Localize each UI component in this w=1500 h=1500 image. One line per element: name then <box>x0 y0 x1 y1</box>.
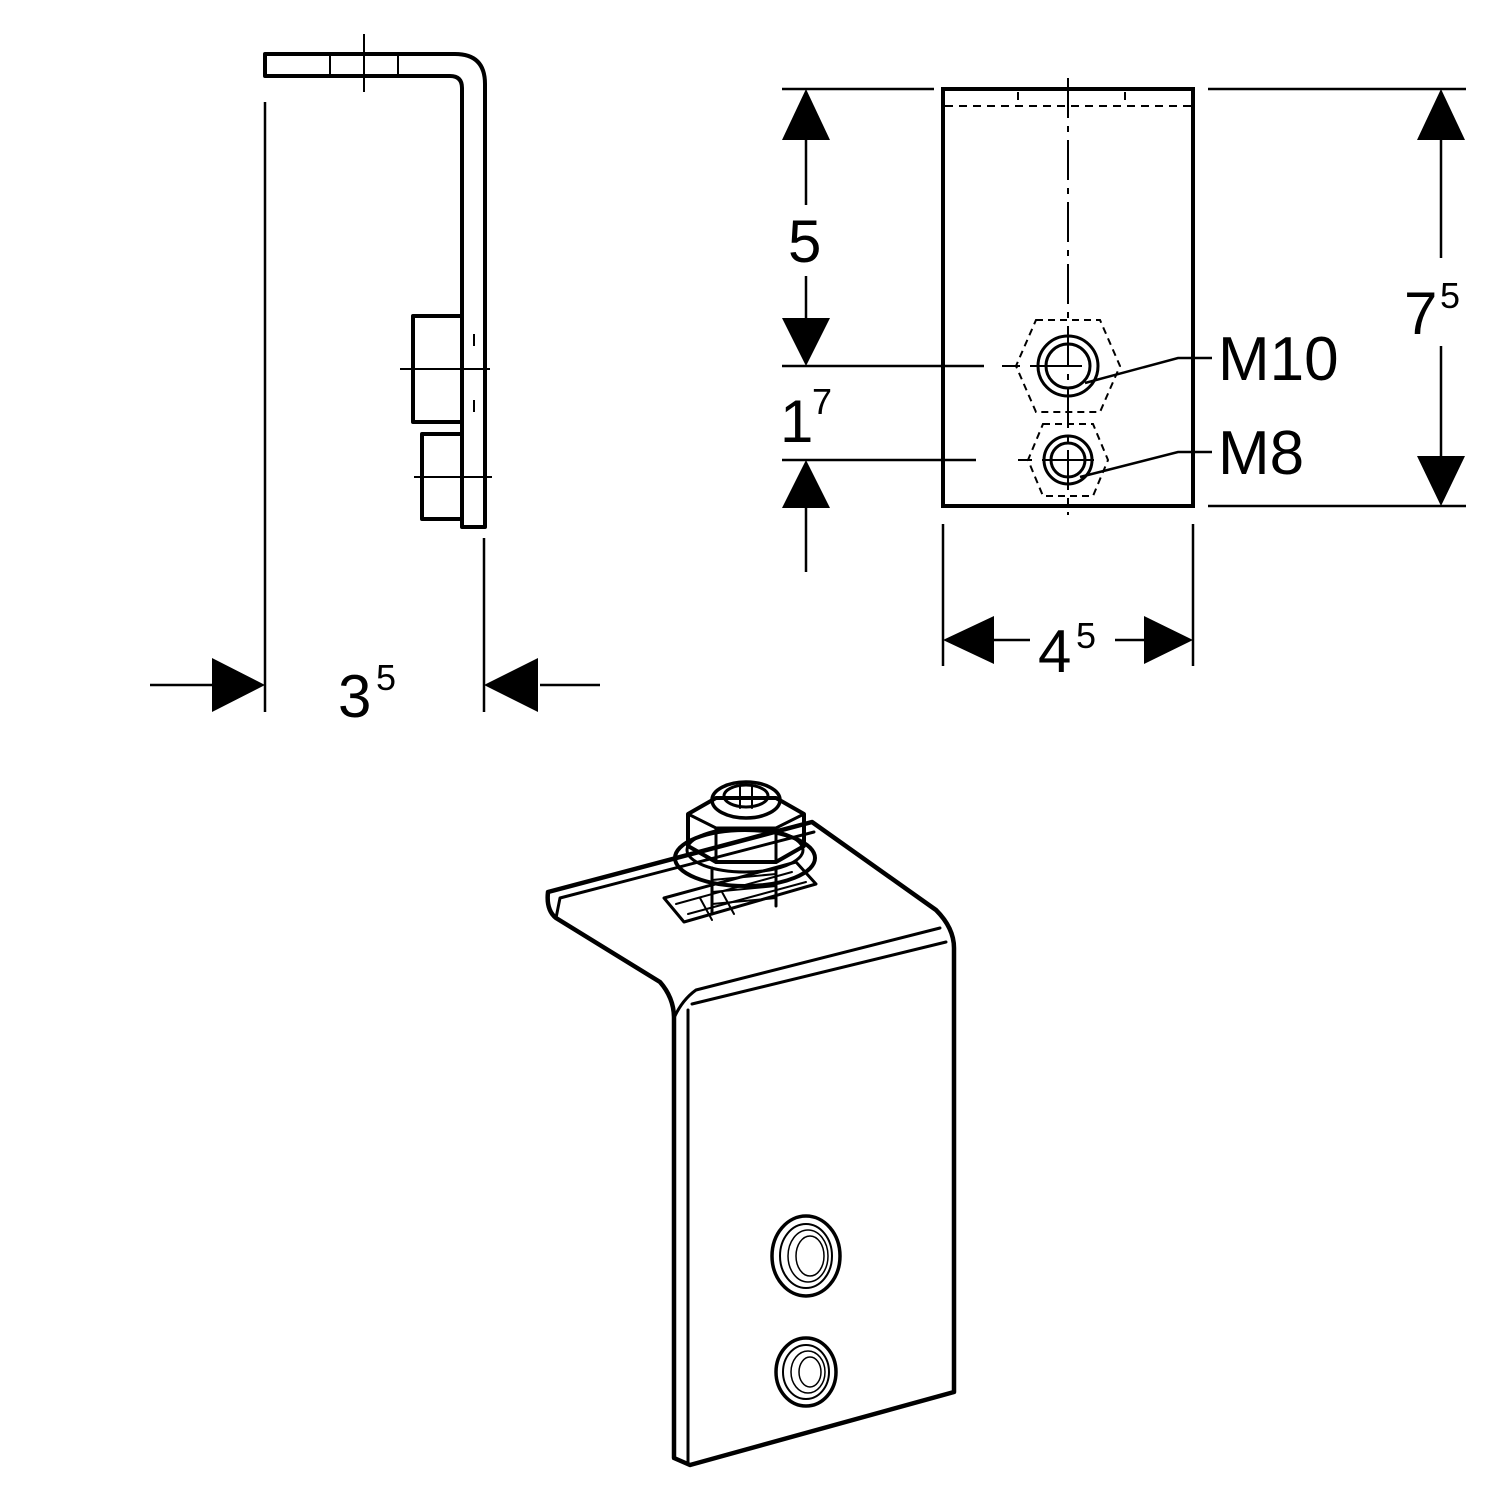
dim-height-base: 7 <box>1404 280 1437 347</box>
side-bracket-outline <box>263 52 487 529</box>
dim-width-sup: 5 <box>1076 615 1096 656</box>
dim-width-base: 4 <box>1038 618 1071 685</box>
arrow-depth-right <box>484 658 538 712</box>
iso-top-flange <box>545 819 957 1468</box>
iso-bolt-threads <box>711 873 777 905</box>
iso-bend-line <box>690 940 948 1006</box>
iso-bolt-top-inner <box>722 783 770 809</box>
dim-gap-base: 1 <box>780 388 813 455</box>
arrow-gap-bottom <box>782 460 830 508</box>
arrow-depth-left <box>212 658 265 712</box>
iso-bend-inner <box>672 926 942 1020</box>
arrow-height-bottom <box>1417 456 1465 506</box>
dim-depth-sup: 5 <box>376 657 396 698</box>
side-dimension-arrows <box>212 658 538 712</box>
hole-center-lines <box>1002 365 1094 461</box>
thread-label-m10: M10 <box>1218 325 1339 394</box>
dim-height-sup: 5 <box>1440 275 1460 316</box>
iso-washer <box>673 828 817 888</box>
isometric-view <box>545 780 957 1468</box>
front-view <box>782 78 1466 666</box>
iso-threaded-hole-upper <box>770 1214 842 1298</box>
thread-label-m8: M8 <box>1218 419 1304 488</box>
side-view <box>150 34 600 712</box>
iso-flange-edge <box>554 830 816 920</box>
arrow-height-top <box>1417 89 1465 140</box>
arrow-upper-bottom <box>782 318 830 366</box>
iso-hex-nut-top <box>686 812 806 864</box>
leader-lines <box>1079 356 1212 479</box>
arrow-upper-top <box>782 89 830 140</box>
leader-m8 <box>1079 450 1212 479</box>
arrow-width-left <box>943 616 994 664</box>
arrow-width-right <box>1144 616 1193 664</box>
dim-gap-sup: 7 <box>812 381 832 422</box>
iso-slot <box>662 860 818 924</box>
front-dimension-arrows <box>782 89 1465 664</box>
iso-threaded-hole-lower <box>774 1336 838 1408</box>
iso-hex-nut <box>686 796 806 864</box>
front-hidden-lines <box>945 92 1191 107</box>
leader-m10 <box>1084 356 1212 385</box>
side-center-lines <box>329 34 492 478</box>
dim-depth-base: 3 <box>338 663 371 730</box>
iso-slot-inner <box>675 871 807 921</box>
iso-bolt-top <box>710 780 782 820</box>
dim-upper-base: 5 <box>788 208 821 275</box>
front-extension-lines <box>782 87 1466 666</box>
side-extension-lines <box>150 102 600 712</box>
